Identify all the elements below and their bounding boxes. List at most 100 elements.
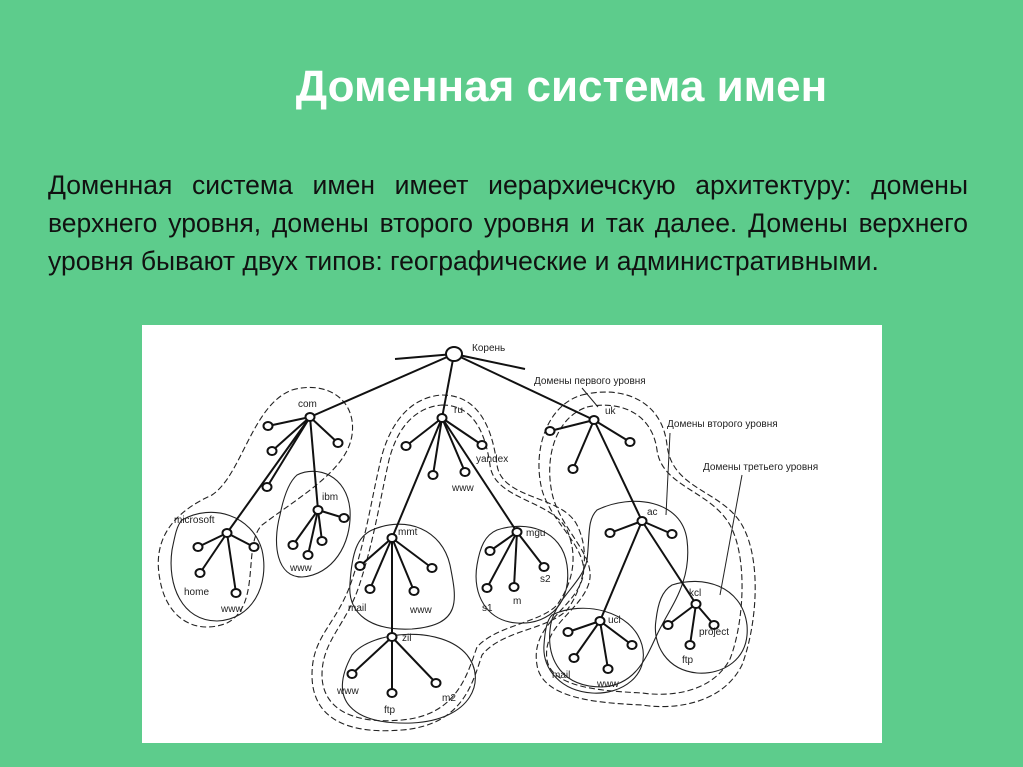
dns-tree-svg: Корень Домены первого уровня Домены втор…: [157, 343, 818, 732]
label-second-level: Домены второго уровня: [667, 419, 778, 430]
node-kcl-ftp: [684, 640, 696, 650]
label-zil-www: www: [336, 686, 359, 697]
node: [426, 563, 438, 573]
node-labels: Корень Домены первого уровня Домены втор…: [174, 343, 818, 716]
node-ru-www: [459, 467, 471, 477]
node: [484, 546, 496, 556]
node-ac: [636, 516, 648, 526]
node-home: [194, 568, 206, 578]
callout-lines: [581, 387, 743, 596]
node-ibm-www: [302, 550, 314, 560]
node-zil: [386, 632, 398, 642]
label-root: Корень: [472, 343, 505, 354]
node-uk: [588, 415, 600, 425]
node-s2: [538, 562, 550, 572]
node-kcl: [690, 599, 702, 609]
node: [287, 540, 299, 550]
slide-paragraph: Доменная система имен имеет иерархиечску…: [48, 170, 968, 276]
node: [427, 470, 439, 480]
label-ucl-www: www: [596, 679, 619, 690]
region-zil: [341, 633, 476, 724]
node: [626, 640, 638, 650]
label-ftp: ftp: [384, 705, 396, 716]
node-com: [304, 412, 316, 422]
label-zil: zil: [402, 633, 411, 644]
node-ms-www: [230, 588, 242, 598]
region-ibm: [275, 470, 351, 578]
region-ucl: [543, 607, 644, 694]
node-ucl-www: [602, 664, 614, 674]
node-mmt-www: [408, 586, 420, 596]
node: [604, 528, 616, 538]
node: [316, 536, 328, 546]
domain-regions: [157, 386, 756, 732]
label-project: project: [699, 627, 729, 638]
node: [192, 542, 204, 552]
node: [248, 542, 260, 552]
region-uk-outer: [535, 391, 756, 708]
tree-nodes: [192, 346, 720, 698]
dns-hierarchy-diagram: Корень Домены первого уровня Домены втор…: [142, 325, 882, 743]
label-s2: s2: [540, 574, 551, 585]
label-first-level: Домены первого уровня: [534, 376, 646, 387]
node: [332, 438, 344, 448]
label-home: home: [184, 587, 209, 598]
node-ftp: [386, 688, 398, 698]
region-kcl: [654, 580, 748, 674]
node-ucl-mail: [568, 653, 580, 663]
node: [266, 446, 278, 456]
label-mail: mail: [348, 603, 366, 614]
node: [567, 464, 579, 474]
label-ru-www: www: [451, 483, 474, 494]
node-mgu: [511, 527, 523, 537]
node: [338, 513, 350, 523]
node-m: [508, 582, 520, 592]
node: [262, 421, 274, 431]
label-kcl: kcl: [689, 588, 701, 599]
label-uk: uk: [605, 406, 617, 417]
region-microsoft: [170, 511, 265, 622]
label-com: com: [298, 399, 317, 410]
label-ibm-www: www: [289, 563, 312, 574]
label-ru: ru: [454, 405, 463, 416]
node-root: [445, 346, 463, 362]
label-ms-www: www: [220, 604, 243, 615]
node: [261, 482, 273, 492]
region-mmt: [349, 523, 455, 630]
node-zil-www: [346, 669, 358, 679]
label-ibm: ibm: [322, 492, 338, 503]
label-ac: ac: [647, 507, 658, 518]
node: [662, 620, 674, 630]
node-ibm: [312, 505, 324, 515]
label-mmt-www: www: [409, 605, 432, 616]
node: [354, 561, 366, 571]
region-com: [157, 386, 354, 628]
node-mmt: [386, 533, 398, 543]
label-ucl-mail: mail: [552, 670, 570, 681]
label-m: m: [513, 596, 521, 607]
label-m2: m2: [442, 693, 456, 704]
label-microsoft: microsoft: [174, 515, 215, 526]
node-s1: [481, 583, 493, 593]
node-microsoft: [221, 528, 233, 538]
node-ucl: [594, 616, 606, 626]
region-ru-inner: [321, 404, 574, 722]
node-mail: [364, 584, 376, 594]
node: [544, 426, 556, 436]
region-uk-inner: [546, 404, 743, 695]
label-kcl-ftp: ftp: [682, 655, 694, 666]
label-s1: s1: [482, 603, 493, 614]
node-m2: [430, 678, 442, 688]
node: [562, 627, 574, 637]
region-ac: [549, 500, 689, 688]
label-yandex: yandex: [476, 454, 508, 465]
node: [400, 441, 412, 451]
label-mgu: mgu: [526, 528, 545, 539]
node-yandex: [476, 440, 488, 450]
label-mmt: mmt: [398, 527, 418, 538]
label-third-level: Домены третьего уровня: [703, 462, 818, 473]
region-mgu: [475, 525, 569, 624]
slide-title: Доменная система имен: [295, 62, 828, 111]
node: [666, 529, 678, 539]
node: [624, 437, 636, 447]
